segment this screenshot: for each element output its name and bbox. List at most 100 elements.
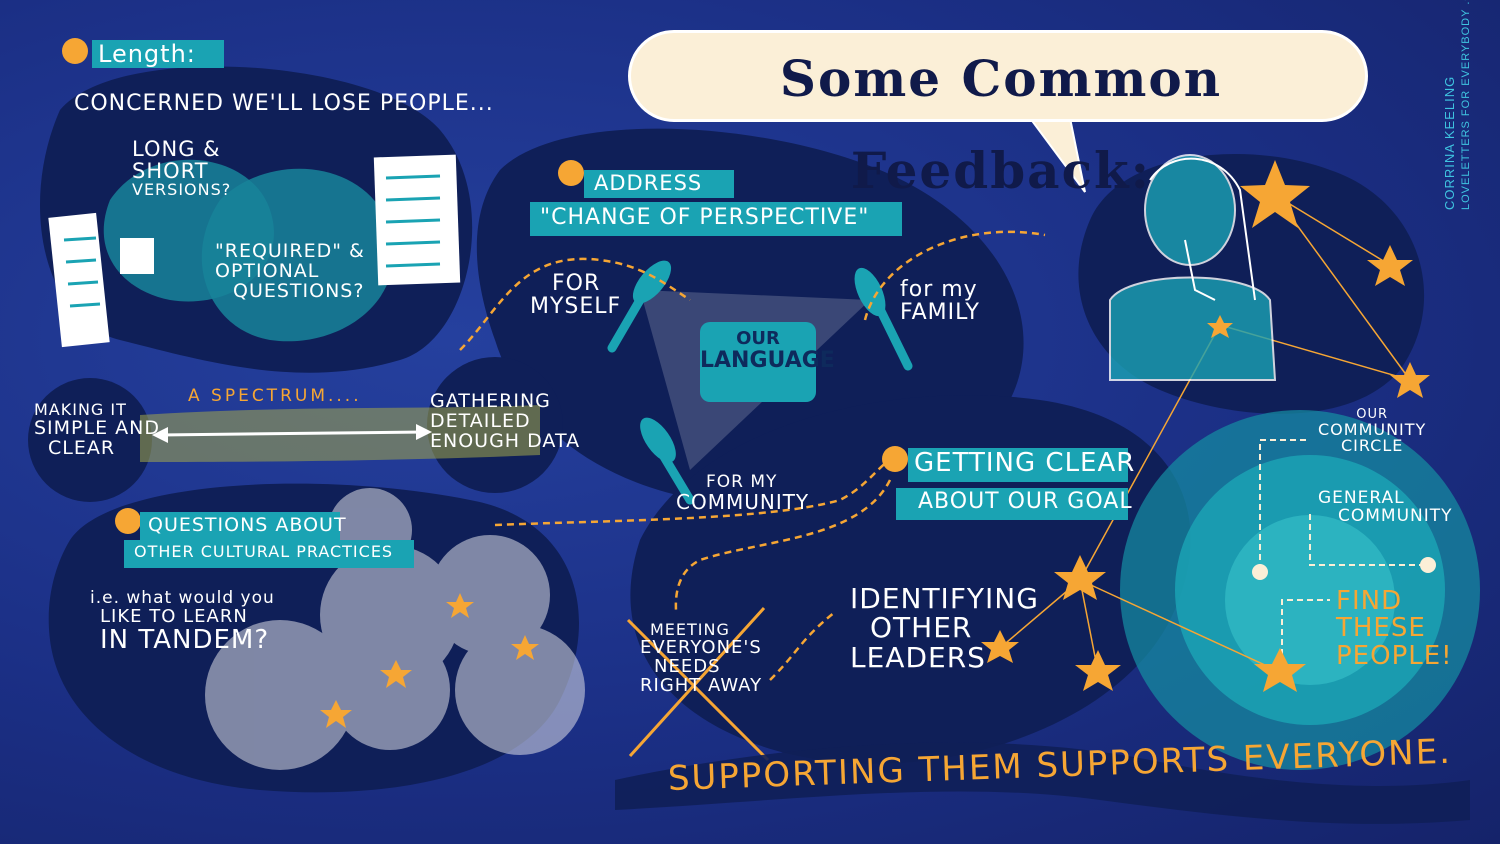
- goal-heading-1: Getting clear: [914, 448, 1136, 478]
- star-icon: [1207, 315, 1233, 338]
- lens-community-label: For my community: [676, 472, 810, 514]
- star-icon: [1075, 650, 1121, 691]
- text-line: for my: [900, 277, 978, 302]
- general-community-label: General community: [1318, 488, 1453, 526]
- community-circle-label: Our community circle: [1318, 408, 1426, 455]
- magnifier-family-lens: [854, 267, 886, 317]
- star-icon: [1254, 648, 1306, 692]
- spectrum-left-blob: [28, 378, 152, 502]
- text-line: community: [676, 489, 810, 514]
- page-title: Some Common Feedback:: [779, 49, 1223, 200]
- star-icon: [981, 630, 1019, 663]
- lens-family-label: for my family: [900, 278, 980, 324]
- text-line: Our: [1356, 407, 1389, 422]
- length-banner: [92, 40, 224, 68]
- star-icon: [1054, 555, 1106, 600]
- our-language-bubble: [700, 322, 816, 402]
- text-line: Identifying: [850, 582, 1039, 615]
- cultural-banner-2: [124, 540, 414, 568]
- text-line: right away: [640, 674, 763, 696]
- cross-line-b: [628, 606, 766, 758]
- bubble-4: [205, 620, 355, 770]
- artist-credit-site: loveletters for everybody .ca: [1460, 0, 1472, 210]
- credit-site: loveletters for everybody .ca: [1460, 0, 1472, 210]
- goal-heading-2: about our goal: [918, 489, 1133, 514]
- text-line: Meeting: [650, 620, 730, 639]
- perspective-heading-1: Address: [594, 171, 703, 195]
- teal-blob-right: [201, 168, 394, 342]
- dashed-path-top: [459, 257, 691, 351]
- title-speech-bubble: Some Common Feedback:: [628, 30, 1368, 200]
- star-icon: [1367, 245, 1413, 286]
- doc-short-icon: [120, 238, 154, 274]
- goal-blob: [630, 395, 1191, 764]
- bubble-5: [330, 630, 450, 750]
- star-icon: [1240, 160, 1310, 228]
- text-line: short: [132, 159, 209, 184]
- text-line: these: [1336, 613, 1426, 644]
- text-line: i.e. what would you: [90, 588, 275, 608]
- text-line: questions?: [233, 279, 365, 302]
- footer-banner: [615, 742, 1470, 824]
- star-icon: [320, 700, 352, 728]
- text-line: Find: [1336, 586, 1403, 616]
- perspective-banner-2: [530, 202, 902, 236]
- text-line: For: [552, 271, 601, 296]
- lens-myself-label: For myself: [530, 272, 621, 318]
- dashed-path-goal: [674, 479, 892, 611]
- our-language-text: Our language: [700, 328, 835, 372]
- magnifier-family-handle: [873, 300, 913, 371]
- section-dot-cultural: [115, 508, 141, 534]
- text-line: simple and: [34, 416, 160, 439]
- spectrum-right-text: Gathering detailed enough data: [430, 391, 581, 452]
- cultural-question: i.e. what would you like to learn in tan…: [90, 588, 275, 654]
- star-icon: [380, 660, 412, 688]
- text-line: myself: [530, 294, 622, 320]
- length-concern: Concerned we'll lose people...: [74, 91, 494, 116]
- text-line: leaders: [850, 640, 986, 674]
- perspective-heading-2: "Change of Perspective": [540, 205, 870, 230]
- text-line: For my: [706, 472, 778, 492]
- spectrum-left-text: Making it simple and clear: [34, 400, 160, 459]
- section-dot-length: [62, 38, 88, 64]
- find-these-people-label: Find these people!: [1336, 586, 1453, 671]
- text-line: General: [1318, 488, 1405, 508]
- text-line: optional: [215, 259, 320, 282]
- length-heading: Length:: [98, 40, 196, 68]
- cultural-heading-1: Questions about: [148, 514, 347, 536]
- identify-leaders-text: Identifying other leaders: [850, 582, 1039, 674]
- cross-line-a: [626, 618, 770, 762]
- text-line: Making it: [34, 400, 127, 419]
- text-line: family: [900, 300, 980, 326]
- section-dot-goal: [882, 446, 908, 472]
- connector-dot-outer: [1252, 564, 1268, 580]
- text-line: community: [1338, 505, 1453, 526]
- star-icon: [446, 593, 474, 618]
- dashed-connector-middle: [1309, 510, 1425, 566]
- text-line: clear: [48, 436, 116, 459]
- magnifier-myself-lens: [632, 260, 672, 304]
- text-line: everyone's: [640, 636, 762, 658]
- text-line: "Required" &: [215, 240, 365, 262]
- spectrum-arrow-right-head: [416, 424, 432, 440]
- text-line: Long &: [132, 137, 221, 161]
- credit-name: Corrina Keeling: [1442, 75, 1457, 210]
- cultural-heading-2: other cultural practices: [134, 542, 394, 561]
- dashed-path-bottom: [494, 458, 907, 527]
- doc-long-icon: [48, 212, 110, 348]
- text-line: people!: [1336, 640, 1453, 671]
- text-line: community: [1318, 419, 1427, 439]
- connector-dot-middle: [1420, 557, 1436, 573]
- text-line: versions?: [132, 180, 232, 200]
- dashed-connector-outer: [1259, 439, 1310, 570]
- text-line: Our: [736, 328, 780, 349]
- text-line: other: [870, 611, 973, 645]
- magnifier-myself-handle: [607, 295, 645, 353]
- goal-banner-2: [896, 488, 1128, 520]
- text-line: circle: [1340, 436, 1404, 456]
- text-line: needs: [654, 655, 721, 677]
- bubble-6: [455, 625, 585, 755]
- artist-credit: Corrina Keeling: [1442, 76, 1457, 210]
- text-line: enough data: [430, 429, 581, 452]
